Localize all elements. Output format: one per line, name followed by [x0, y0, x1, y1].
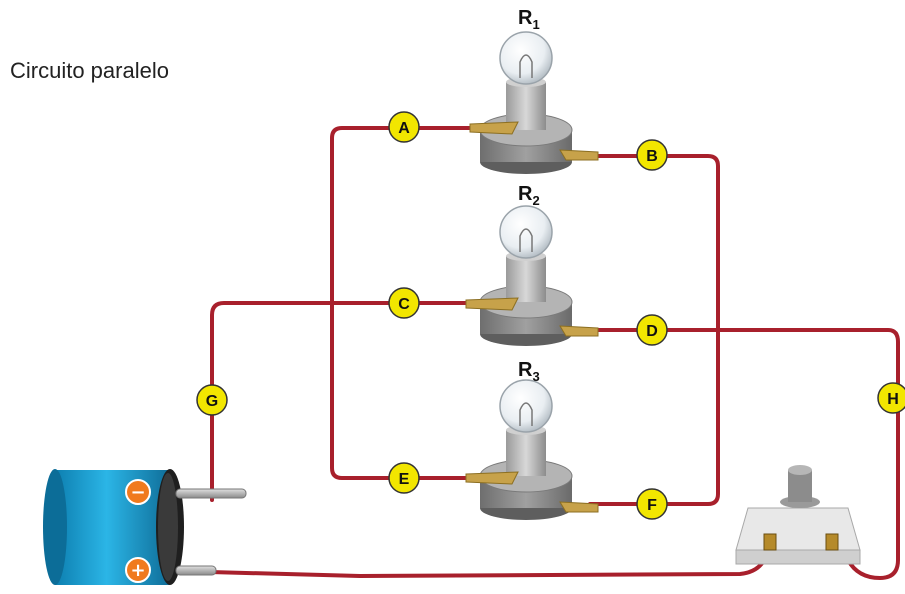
label-r3: R3	[518, 359, 540, 384]
lamp-r1	[469, 31, 599, 174]
switch	[735, 465, 861, 565]
lamp-r2	[465, 205, 599, 346]
battery: − +	[43, 469, 247, 585]
node-f: F	[636, 488, 668, 520]
node-b: B	[636, 139, 668, 171]
positive-terminal-sign	[125, 557, 151, 583]
svg-text:A: A	[398, 120, 410, 137]
wire-plus	[208, 538, 772, 578]
label-r1: R1	[518, 7, 540, 32]
bulb-r3-glass	[499, 379, 553, 433]
svg-text:E: E	[399, 471, 410, 488]
label-r2: R2	[518, 183, 540, 208]
svg-text:B: B	[646, 148, 658, 165]
node-h: H	[877, 382, 905, 414]
svg-text:D: D	[646, 323, 658, 340]
node-e: E	[388, 462, 420, 494]
node-d: D	[636, 314, 668, 346]
svg-text:F: F	[647, 497, 657, 514]
battery-positive-pin	[175, 565, 217, 576]
negative-sign-text: −	[130, 482, 145, 503]
bulb-r2-glass	[499, 205, 553, 259]
bulb-r1-glass	[499, 31, 553, 85]
svg-text:G: G	[206, 393, 218, 410]
node-markers: A B C D E F G H	[196, 111, 905, 520]
wire-d	[588, 328, 900, 580]
wire-c	[210, 301, 472, 502]
node-a: A	[388, 111, 420, 143]
node-g: G	[196, 384, 228, 416]
negative-terminal-sign	[125, 479, 151, 505]
battery-negative-pin	[175, 488, 247, 499]
node-c: C	[388, 287, 420, 319]
svg-text:H: H	[887, 391, 899, 408]
svg-text:C: C	[398, 296, 410, 313]
lamp-r3	[465, 379, 599, 520]
positive-sign-text: +	[130, 560, 145, 581]
diagram-title: Circuito paralelo	[10, 58, 169, 83]
